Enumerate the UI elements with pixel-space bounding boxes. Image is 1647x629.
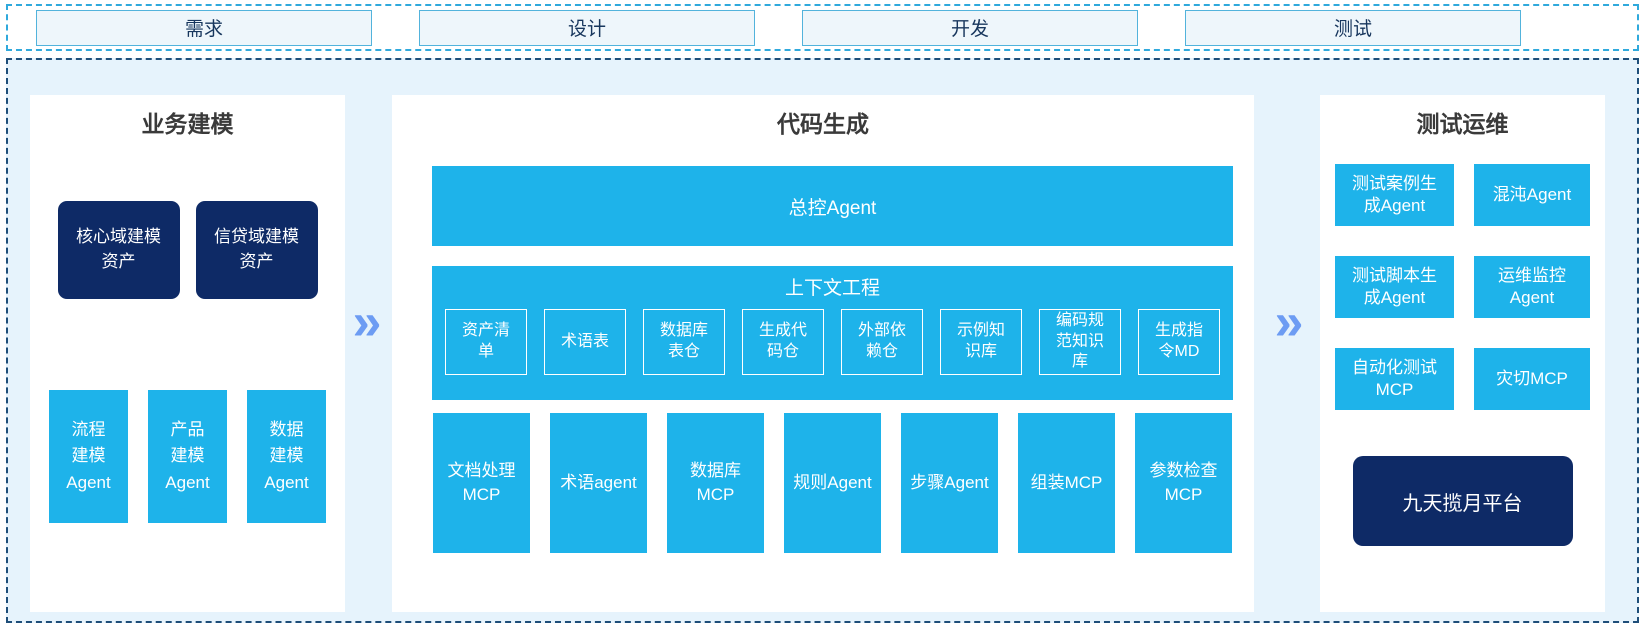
context-box-generation-instruction-md: 生成指 令MD	[1138, 309, 1220, 375]
asset-box-core-domain: 核心域建模 资产	[57, 201, 180, 299]
flow-chevron-icon: »	[1274, 293, 1304, 351]
panel-title-test-ops: 测试运维	[1416, 111, 1509, 137]
phase-box-design: 设计	[419, 9, 755, 46]
testops-box-disaster-switch-mcp: 灾切MCP	[1474, 348, 1590, 410]
agent-box-process-modeling: 流程 建模 Agent	[49, 390, 128, 523]
tool-box-assembly-mcp: 组装MCP	[1018, 413, 1115, 553]
testops-grid: 测试案例生 成Agent 混沌Agent 测试脚本生 成Agent 运维监控 A…	[1320, 164, 1605, 410]
asset-box-credit-domain: 信贷域建模 资产	[195, 201, 318, 299]
phase-box-development: 开发	[802, 9, 1138, 46]
testops-box-testcase-gen-agent: 测试案例生 成Agent	[1335, 164, 1454, 226]
context-box-glossary: 术语表	[544, 309, 626, 375]
panel-test-ops: 测试运维 测试案例生 成Agent 混沌Agent 测试脚本生 成Agent 运…	[1320, 95, 1605, 612]
context-box-generated-code-repo: 生成代 码仓	[742, 309, 824, 375]
testops-box-automation-test-mcp: 自动化测试 MCP	[1335, 348, 1454, 410]
phase-box-testing: 测试	[1185, 9, 1521, 46]
tool-box-param-check-mcp: 参数检查 MCP	[1135, 413, 1232, 553]
panel-title-business-modeling: 业务建模	[141, 111, 234, 137]
testops-box-chaos-agent: 混沌Agent	[1474, 164, 1590, 226]
tool-box-doc-processing-mcp: 文档处理 MCP	[433, 413, 530, 553]
phase-bar: 需求 设计 开发 测试	[6, 4, 1639, 51]
asset-row: 核心域建模 资产 信贷域建模 资产	[30, 201, 345, 299]
code-generation-content: 总控Agent 上下文工程 资产清 单 术语表 数据库 表仓 生成代 码仓 外部…	[392, 166, 1254, 553]
agent-box-product-modeling: 产品 建模 Agent	[148, 390, 227, 523]
platform-box-jiutian-lanyue: 九天揽月平台	[1352, 456, 1573, 546]
main-flow-container: 业务建模 核心域建模 资产 信贷域建模 资产 流程 建模 Agent 产品 建模…	[6, 58, 1639, 623]
master-agent-bar: 总控Agent	[432, 166, 1233, 246]
context-box-coding-standard-kb: 编码规 范知识 库	[1039, 309, 1121, 375]
context-engineering-bar: 上下文工程 资产清 单 术语表 数据库 表仓 生成代 码仓 外部依 赖仓 示例知…	[432, 266, 1233, 400]
tool-box-row: 文档处理 MCP 术语agent 数据库 MCP 规则Agent 步骤Agent…	[432, 413, 1233, 553]
panel-code-generation: 代码生成 总控Agent 上下文工程 资产清 单 术语表 数据库 表仓 生成代 …	[392, 95, 1254, 612]
phase-box-requirements: 需求	[36, 9, 372, 46]
testops-box-ops-monitor-agent: 运维监控 Agent	[1474, 256, 1590, 318]
context-engineering-title: 上下文工程	[784, 278, 880, 299]
agent-box-data-modeling: 数据 建模 Agent	[247, 390, 326, 523]
tool-box-glossary-agent: 术语agent	[550, 413, 647, 553]
context-box-example-kb: 示例知 识库	[940, 309, 1022, 375]
tool-box-step-agent: 步骤Agent	[901, 413, 998, 553]
flow-chevron-icon: »	[352, 293, 382, 351]
panel-title-code-generation: 代码生成	[777, 111, 869, 137]
tool-box-database-mcp: 数据库 MCP	[667, 413, 764, 553]
context-box-row: 资产清 单 术语表 数据库 表仓 生成代 码仓 外部依 赖仓 示例知 识库 编码…	[432, 309, 1233, 375]
modeling-agent-row: 流程 建模 Agent 产品 建模 Agent 数据 建模 Agent	[30, 390, 345, 523]
context-box-external-deps-repo: 外部依 赖仓	[841, 309, 923, 375]
context-box-asset-list: 资产清 单	[445, 309, 527, 375]
testops-box-testscript-gen-agent: 测试脚本生 成Agent	[1335, 256, 1454, 318]
panel-business-modeling: 业务建模 核心域建模 资产 信贷域建模 资产 流程 建模 Agent 产品 建模…	[30, 95, 345, 612]
tool-box-rule-agent: 规则Agent	[784, 413, 881, 553]
context-box-db-table-repo: 数据库 表仓	[643, 309, 725, 375]
